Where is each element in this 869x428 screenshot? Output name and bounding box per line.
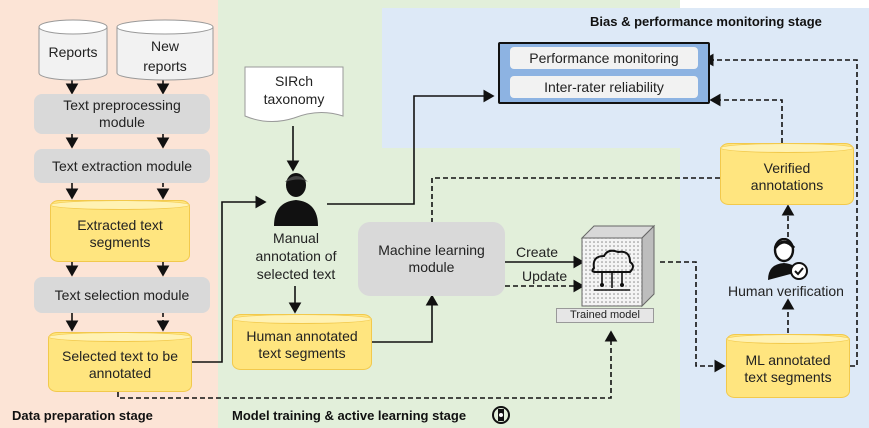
human-annotated-label-2: text segments (258, 345, 346, 361)
human-annotated-label-1: Human annotated (246, 328, 358, 344)
new-reports-label-1: New (150, 38, 179, 54)
taxonomy-document-icon (244, 66, 344, 122)
machine-learning-module: Machine learning module (358, 222, 505, 296)
text-preprocessing-module: Text preprocessing module (34, 94, 210, 134)
model-training-title: Model training & active learning stage (232, 408, 467, 423)
extracted-text-segments-store: Extracted text segments (50, 200, 190, 262)
machine-learning-label-2: module (408, 259, 455, 275)
extracted-label-1: Extracted text (77, 217, 163, 233)
trained-model-cube-icon (580, 224, 656, 308)
manual-annotation-label-1: Manual (273, 230, 319, 246)
extracted-label-2: segments (89, 234, 151, 250)
selected-label-1: Selected text to be (62, 348, 178, 364)
machine-learning-label-1: Machine learning (378, 242, 485, 258)
data-preparation-title: Data preparation stage (12, 408, 153, 423)
manual-annotation-label-3: selected text (256, 266, 336, 282)
text-selection-label: Text selection module (54, 286, 190, 303)
reports-store-icon (38, 19, 108, 81)
reports-label: Reports (48, 44, 98, 60)
text-extraction-module: Text extraction module (34, 149, 210, 183)
selected-label-2: annotated (88, 365, 152, 381)
inter-rater-reliability-label: Inter-rater reliability (544, 78, 664, 95)
taxonomy-label-2: taxonomy (263, 91, 325, 107)
verified-annotations-store: Verified annotations (720, 143, 854, 205)
ml-annotated-label-1: ML annotated (745, 352, 831, 368)
manual-annotation-label-2: annotation of (255, 248, 337, 264)
new-reports-label-2: reports (143, 58, 187, 74)
text-preprocessing-label-1: Text preprocessing (63, 97, 181, 113)
active-learning-icon (492, 406, 510, 424)
text-preprocessing-label-2: module (99, 114, 145, 130)
ml-annotated-label-2: text segments (744, 369, 832, 385)
ml-annotated-store: ML annotated text segments (726, 334, 850, 398)
create-label: Create (516, 244, 559, 260)
taxonomy-label-1: SIRch (274, 73, 314, 89)
update-label: Update (522, 268, 568, 284)
verified-label-2: annotations (750, 177, 824, 193)
human-annotated-store: Human annotated text segments (232, 314, 372, 370)
text-extraction-label: Text extraction module (51, 157, 193, 174)
text-selection-module: Text selection module (34, 277, 210, 313)
selected-text-store: Selected text to be annotated (48, 332, 192, 392)
human-verification-icon (768, 238, 808, 280)
new-reports-store-icon (116, 19, 214, 81)
performance-monitoring-label: Performance monitoring (529, 49, 679, 66)
verified-label-1: Verified (763, 160, 811, 176)
performance-monitoring-box: Performance monitoring (510, 47, 698, 69)
inter-rater-reliability-box: Inter-rater reliability (510, 76, 698, 98)
trained-model-label: Trained model (556, 308, 654, 323)
bias-monitoring-title: Bias & performance monitoring stage (590, 14, 822, 29)
human-verification-label: Human verification (728, 283, 844, 299)
annotator-person-icon (274, 173, 318, 226)
